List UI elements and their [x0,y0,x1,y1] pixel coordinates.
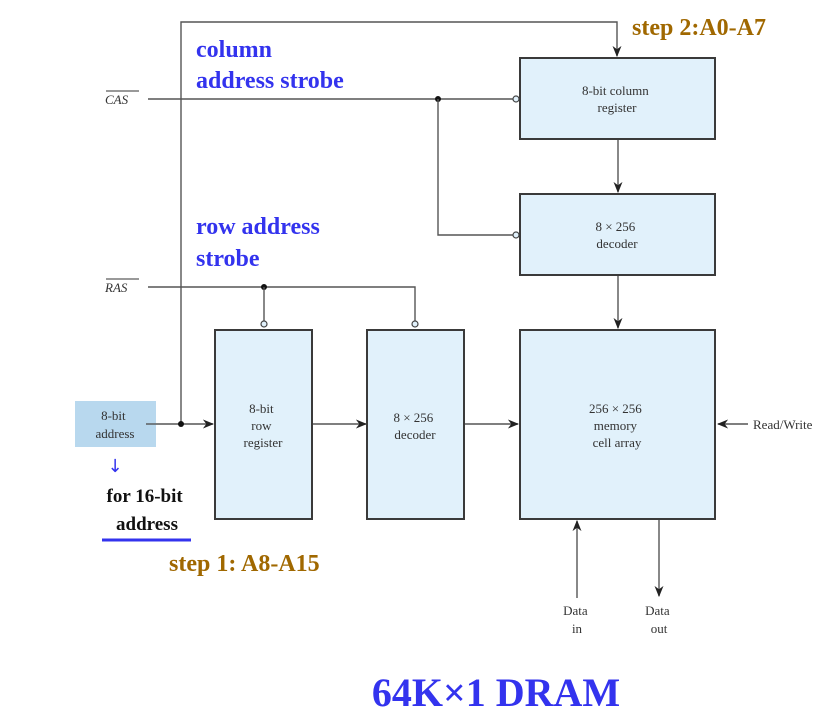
column-register-block [519,57,716,140]
for-16bit-annotation: for 16-bit [107,486,184,507]
cas-label: CAS [105,92,129,107]
svg-text:for 16-bit address: for 16-bit address [107,486,188,535]
memory-array-label: cell array [593,435,642,450]
memory-array-block [519,329,716,520]
column-register-label: 8-bit column [582,83,649,98]
diagram-title: 64K×1 DRAM [372,670,620,715]
row-register-block [214,329,313,520]
svg-text:8-bit address: 8-bit address [96,408,135,441]
address-input-label: 8-bit [101,408,126,423]
column-decoder-block [519,193,716,276]
row-strobe-annotation: strobe [196,246,260,272]
memory-array-label: memory [594,418,638,433]
for-16bit-annotation: address [116,514,178,535]
data-in-label: Data [563,603,588,618]
svg-text:8-bit row register: 8-bit row register [244,401,284,450]
cas-decoder-bubble [512,231,520,239]
row-strobe-annotation: row address [196,214,320,240]
read-write-label: Read/Write [753,417,813,432]
junction-dot [178,421,184,427]
svg-text:Data out: Data out [645,603,673,636]
down-arrow-icon: ↓ [107,456,122,477]
data-out-label: Data [645,603,670,618]
ras-label: RAS [104,280,128,295]
address-input-label: address [96,426,135,441]
column-decoder-label: decoder [596,236,638,251]
column-strobe-annotation: column [196,37,272,63]
ras-decoder-bubble [411,320,419,328]
address-to-column-wire [180,21,622,424]
svg-text:256 × 256 memory cell: 256 × 256 memory cell array [589,401,645,450]
cas-bubble [512,95,520,103]
row-register-label: 8-bit [249,401,274,416]
step2-annotation: step 2:A0-A7 [632,15,766,41]
step1-annotation: step 1: A8-A15 [169,551,320,577]
data-in-label: in [572,621,583,636]
row-decoder-label: 8 × 256 [393,410,433,425]
address-input-box [75,401,156,447]
svg-text:row address strobe: row address strobe [196,214,326,272]
column-register-label: register [598,100,638,115]
svg-text:column address strobe: column address strobe [196,37,344,94]
svg-text:8 × 256 decoder: 8 × 256 decoder [393,410,436,442]
svg-text:8-bit column register: 8-bit column register [582,83,652,115]
data-out-label: out [651,621,668,636]
ras-register-bubble [260,320,268,328]
ras-wire [148,286,416,321]
column-decoder-label: 8 × 256 [595,219,635,234]
row-register-label: row [251,418,272,433]
row-decoder-label: decoder [394,427,436,442]
memory-array-label: 256 × 256 [589,401,642,416]
svg-text:8 × 256 decoder: 8 × 256 decoder [595,219,638,251]
svg-text:Data in: Data in [563,603,591,636]
row-decoder-block [366,329,465,520]
column-strobe-annotation: address strobe [196,68,344,94]
row-register-label: register [244,435,284,450]
cas-to-decoder-wire [437,99,514,236]
